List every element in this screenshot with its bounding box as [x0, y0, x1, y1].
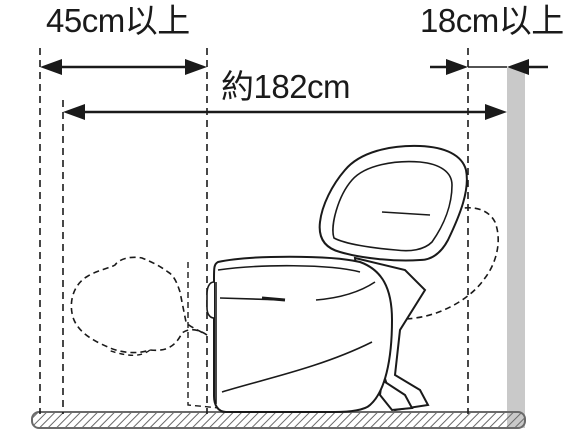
backrest-pad-line [381, 211, 431, 216]
seat-base-outline [187, 262, 221, 409]
extended-footrest-outline [70, 256, 208, 354]
rear-arrowhead-left [446, 59, 468, 75]
extended-leg-outline [107, 349, 151, 356]
wall [507, 68, 525, 428]
rear-clearance-label: 18cm以上 [420, 2, 564, 39]
chair-backrest-inner [332, 160, 453, 252]
chair-front-bump [206, 281, 215, 319]
chair-seat-top-line [217, 264, 361, 273]
chair-seat-body [213, 255, 394, 413]
total-length-label: 約182cm [221, 68, 351, 105]
dimension-arrows [40, 59, 548, 120]
armrest-seam [315, 281, 376, 301]
front-arrowhead-left [40, 59, 62, 75]
total-arrowhead-right [485, 104, 507, 120]
floor [31, 411, 526, 429]
reference-lines [39, 48, 469, 414]
armrest-pad [261, 296, 286, 302]
rear-arrowhead-right [507, 59, 529, 75]
total-arrowhead-left [63, 104, 85, 120]
front-arrowhead-right [185, 59, 207, 75]
massage-chair [206, 144, 468, 413]
front-clearance-label: 45cm以上 [46, 2, 190, 39]
chair-backrest [318, 144, 468, 262]
seat-lower-curve [221, 341, 373, 393]
